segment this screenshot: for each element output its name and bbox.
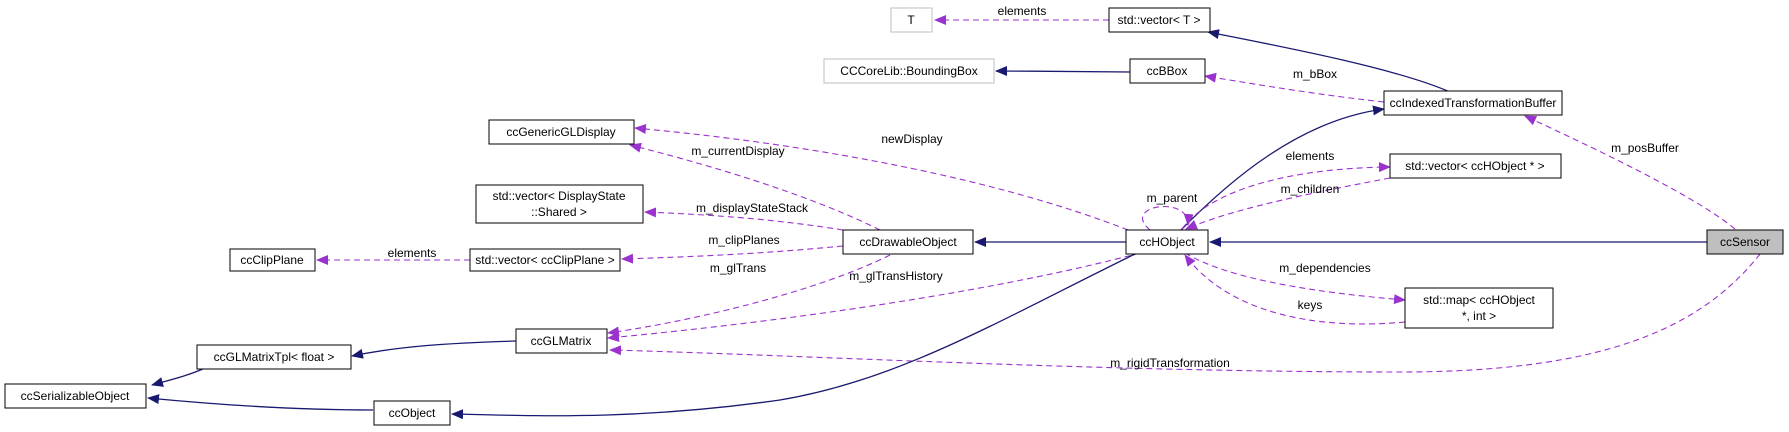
node-vector-T[interactable]: std::vector< T > xyxy=(1108,7,1211,33)
node-label: ccIndexedTransformationBuffer xyxy=(1390,96,1557,110)
edge-ccDrawableObject-to-ccGLMatrix: m_glTrans xyxy=(607,254,891,337)
node-ccObject[interactable]: ccObject xyxy=(373,400,451,426)
edge-ccDrawableObject-to-vectorDisplayState: m_displayStateStack xyxy=(644,201,844,231)
edge-label: elements xyxy=(388,246,437,260)
node-ccBBox[interactable]: ccBBox xyxy=(1129,58,1206,84)
edge-label: m_parent xyxy=(1147,191,1198,205)
node-label: std::vector< ccHObject * > xyxy=(1405,159,1544,173)
node-label: T xyxy=(907,13,915,27)
node-ccGLMatrixTpl[interactable]: ccGLMatrixTpl< float > xyxy=(196,344,352,370)
edge-label: m_currentDisplay xyxy=(691,144,784,158)
node-label: std::vector< ccClipPlane > xyxy=(475,253,614,267)
edge-ccBBox-to-bbox xyxy=(995,66,1131,77)
node-label: std::vector< DisplayState xyxy=(492,189,625,203)
edge-ccDrawableObject-to-ccGenericGLDisplay: m_currentDisplay xyxy=(629,142,881,231)
nodes: T std::vector< T > CCCoreLib::BoundingBo… xyxy=(4,7,1784,426)
node-ccHObject[interactable]: ccHObject xyxy=(1125,229,1209,255)
node-label: *, int > xyxy=(1462,309,1496,323)
edge-ccHObject-self-parent: m_parent xyxy=(1142,191,1198,231)
node-label: ccSerializableObject xyxy=(21,389,130,403)
edge-ccGLMatrix-to-ccGLMatrixTpl xyxy=(351,340,517,359)
edge-label: m_posBuffer xyxy=(1611,141,1679,155)
node-vector-ccClipPlane[interactable]: std::vector< ccClipPlane > xyxy=(469,248,621,272)
node-ccIndexedTransformationBuffer[interactable]: ccIndexedTransformationBuffer xyxy=(1383,90,1563,116)
node-label: ccGLMatrix xyxy=(531,334,592,348)
edge-ccGLMatrixTpl-to-ccSerializableObject xyxy=(151,367,206,387)
node-T[interactable]: T xyxy=(890,7,933,33)
node-ccDrawableObject[interactable]: ccDrawableObject xyxy=(842,229,974,255)
node-label: ccGLMatrixTpl< float > xyxy=(214,350,335,364)
node-vector-DisplayState[interactable]: std::vector< DisplayState ::Shared > xyxy=(475,184,644,224)
edge-ccHObject-to-mapHObject: m_dependencies xyxy=(1184,252,1406,305)
edge-label: m_displayStateStack xyxy=(696,201,809,215)
edge-label: m_clipPlanes xyxy=(708,233,779,247)
edge-label: keys xyxy=(1298,298,1323,312)
node-label: ::Shared > xyxy=(531,205,587,219)
edge-ccHObject-to-ccGLMatrix: m_glTransHistory xyxy=(607,252,1141,342)
node-label: std::vector< T > xyxy=(1118,13,1201,27)
edge-label: m_glTrans xyxy=(710,261,766,275)
edge-ccSensor-to-ccGLMatrix: m_rigidTransformation xyxy=(609,253,1761,373)
edge-ccHObject-to-ccObject xyxy=(451,253,1136,420)
edge-label: elements xyxy=(1286,149,1335,163)
node-ccSensor[interactable]: ccSensor xyxy=(1706,229,1784,255)
edge-label: m_rigidTransformation xyxy=(1110,356,1230,370)
node-ccSerializableObject[interactable]: ccSerializableObject xyxy=(4,383,147,409)
node-label: ccBBox xyxy=(1147,64,1188,78)
edge-label: elements xyxy=(998,4,1047,18)
node-label: ccSensor xyxy=(1720,235,1770,249)
node-bounding-box[interactable]: CCCoreLib::BoundingBox xyxy=(823,58,995,84)
edge-vectorT-to-T: elements xyxy=(934,4,1109,25)
edge-itb-to-vectorT xyxy=(1207,29,1451,93)
node-ccClipPlane[interactable]: ccClipPlane xyxy=(229,248,316,272)
edge-ccSensor-to-itb: m_posBuffer xyxy=(1524,115,1736,230)
edges: elements m_bBox m_posBuffer newDisplay xyxy=(147,4,1761,420)
node-ccGLMatrix[interactable]: ccGLMatrix xyxy=(515,328,608,354)
edge-ccHObject-to-itb xyxy=(1179,105,1385,232)
node-label: ccObject xyxy=(389,406,436,420)
node-ccGenericGLDisplay[interactable]: ccGenericGLDisplay xyxy=(488,119,635,145)
edge-label: m_children xyxy=(1281,182,1340,196)
node-vector-ccHObject[interactable]: std::vector< ccHObject * > xyxy=(1389,153,1562,179)
edge-label: m_glTransHistory xyxy=(849,269,943,283)
edge-ccHObject-to-ccGenericGLDisplay: newDisplay xyxy=(634,124,1129,231)
node-map-ccHObject[interactable]: std::map< ccHObject *, int > xyxy=(1404,287,1554,329)
node-label: ccClipPlane xyxy=(240,253,304,267)
edge-label: m_bBox xyxy=(1293,67,1337,81)
edge-ccObject-to-ccSerializableObject xyxy=(147,394,374,411)
edge-mapHObject-to-ccHObject: keys xyxy=(1184,254,1406,325)
edge-ccHObject-to-vectorHObject: elements xyxy=(1181,149,1391,230)
edge-ccDrawableObject-to-vectorClipPlane: m_clipPlanes xyxy=(621,233,844,264)
edge-label: newDisplay xyxy=(881,132,942,146)
edge-label: m_dependencies xyxy=(1279,261,1370,275)
edge-vectorClipPlane-to-ccClipPlane: elements xyxy=(316,246,470,265)
edge-itb-to-ccBBox: m_bBox xyxy=(1204,67,1385,103)
edge-vectorHObject-to-ccHObject: m_children xyxy=(1185,177,1391,230)
node-label: ccDrawableObject xyxy=(859,235,957,249)
node-label: ccHObject xyxy=(1139,235,1195,249)
node-label: ccGenericGLDisplay xyxy=(506,125,615,139)
node-label: CCCoreLib::BoundingBox xyxy=(840,64,977,78)
node-label: std::map< ccHObject xyxy=(1423,293,1535,307)
